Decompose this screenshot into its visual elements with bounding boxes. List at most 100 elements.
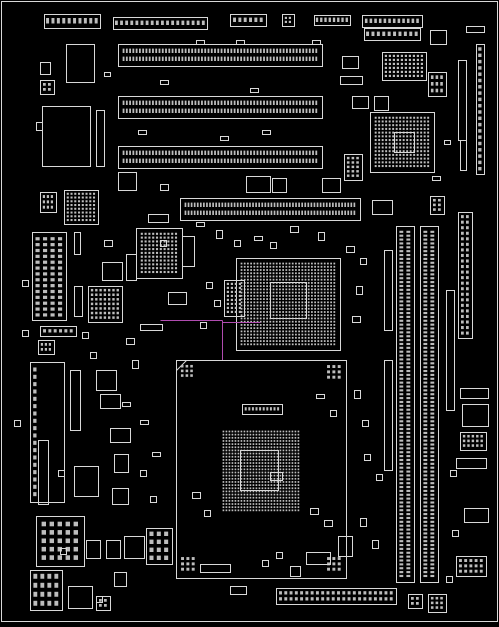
small-component <box>204 510 211 517</box>
small-component <box>360 258 367 265</box>
silkscreen-mark <box>43 83 51 91</box>
resistor-h <box>140 324 163 331</box>
small-component <box>138 130 147 135</box>
silkscreen-mark <box>33 367 37 497</box>
cap-r1 <box>342 56 359 69</box>
southbridge <box>370 112 435 173</box>
chip-small-5 <box>74 466 99 497</box>
silkscreen-mark <box>478 47 482 171</box>
header-bottom-long <box>276 588 397 605</box>
small-component <box>362 420 369 427</box>
cap-r14 <box>456 556 487 577</box>
small-component <box>290 226 299 233</box>
small-component <box>216 230 223 239</box>
cap-r11 <box>460 432 487 451</box>
pci-slot-2 <box>118 96 323 119</box>
silkscreen-mark <box>430 596 443 609</box>
resistor-bottom-2 <box>230 586 247 595</box>
small-component <box>152 452 161 457</box>
cap-v <box>126 254 137 281</box>
silkscreen-mark <box>315 17 348 22</box>
small-component <box>254 236 263 241</box>
silkscreen-mark <box>41 521 78 560</box>
small-part <box>40 62 51 75</box>
small-component <box>318 232 325 241</box>
resistor-bottom <box>200 564 231 573</box>
silkscreen-mark <box>122 150 318 163</box>
cap-r7 <box>430 196 445 215</box>
chip-superio <box>42 106 91 167</box>
header-top-1 <box>44 14 101 29</box>
cap-box <box>86 540 101 559</box>
small-component <box>160 240 167 247</box>
chip-small-2 <box>40 192 57 213</box>
small-component <box>352 316 361 323</box>
cap-bottom-mid <box>338 536 353 557</box>
cap-box-3 <box>124 536 145 559</box>
northbridge-outline <box>236 258 341 351</box>
chip-r4 <box>344 154 363 181</box>
silkscreen-mark <box>284 16 291 23</box>
resistor-v <box>74 232 81 255</box>
silkscreen-mark <box>122 100 318 113</box>
silkscreen-mark <box>430 75 443 93</box>
small-component <box>364 454 371 461</box>
southbridge-pins <box>374 116 430 168</box>
chip-small-4 <box>96 370 117 391</box>
cap-bottom-left <box>68 586 93 609</box>
silkscreen-mark <box>149 531 169 560</box>
resistor-r12 <box>456 458 487 469</box>
chip-small-7 <box>168 292 187 305</box>
resistor-array <box>96 110 105 167</box>
small-component <box>444 140 451 145</box>
small-component <box>372 540 379 549</box>
silkscreen-mark <box>66 192 96 222</box>
agp-slot <box>180 198 361 221</box>
jumper-bottom <box>96 596 111 611</box>
small-component <box>214 300 221 307</box>
silkscreen-mark <box>184 202 356 215</box>
cap-box-2 <box>106 540 121 559</box>
small-component <box>262 130 271 135</box>
silkscreen-mark <box>399 230 411 578</box>
chip-vrm <box>246 176 271 193</box>
silkscreen-mark <box>226 282 241 313</box>
small-component <box>346 246 355 253</box>
ps2-block <box>30 570 63 611</box>
pci-slot-1 <box>118 44 323 67</box>
silkscreen-mark <box>46 18 98 24</box>
cap-small <box>100 394 121 409</box>
small-component <box>22 330 29 337</box>
silkscreen-mark <box>346 156 359 177</box>
small-component <box>90 352 97 359</box>
resistor-v-2 <box>74 286 83 317</box>
small-component <box>316 394 325 399</box>
small-component <box>262 560 269 567</box>
silkscreen-mark <box>461 215 469 335</box>
resistor-top-right <box>466 26 485 33</box>
silkscreen-mark <box>43 329 73 333</box>
small-component <box>452 530 459 537</box>
small-component <box>450 470 457 477</box>
small-component <box>206 282 213 289</box>
resistor-column-right-2 <box>460 140 467 171</box>
header-left-long <box>30 362 65 503</box>
silkscreen-mark <box>122 48 318 61</box>
small-component <box>356 286 363 295</box>
chip-side-nb <box>224 280 245 317</box>
chip-lpc <box>64 190 99 225</box>
small-part <box>36 122 43 131</box>
small-component <box>196 40 205 45</box>
resistor-h-2 <box>148 214 169 223</box>
silkscreen-mark <box>115 20 205 25</box>
small-component <box>354 390 361 399</box>
cap-small-4 <box>112 488 129 505</box>
small-component <box>60 548 67 555</box>
usb-block <box>36 516 85 567</box>
silkscreen-mark <box>411 597 419 605</box>
socket-mark-bl <box>181 557 195 571</box>
dimm-slot-1 <box>396 226 415 583</box>
